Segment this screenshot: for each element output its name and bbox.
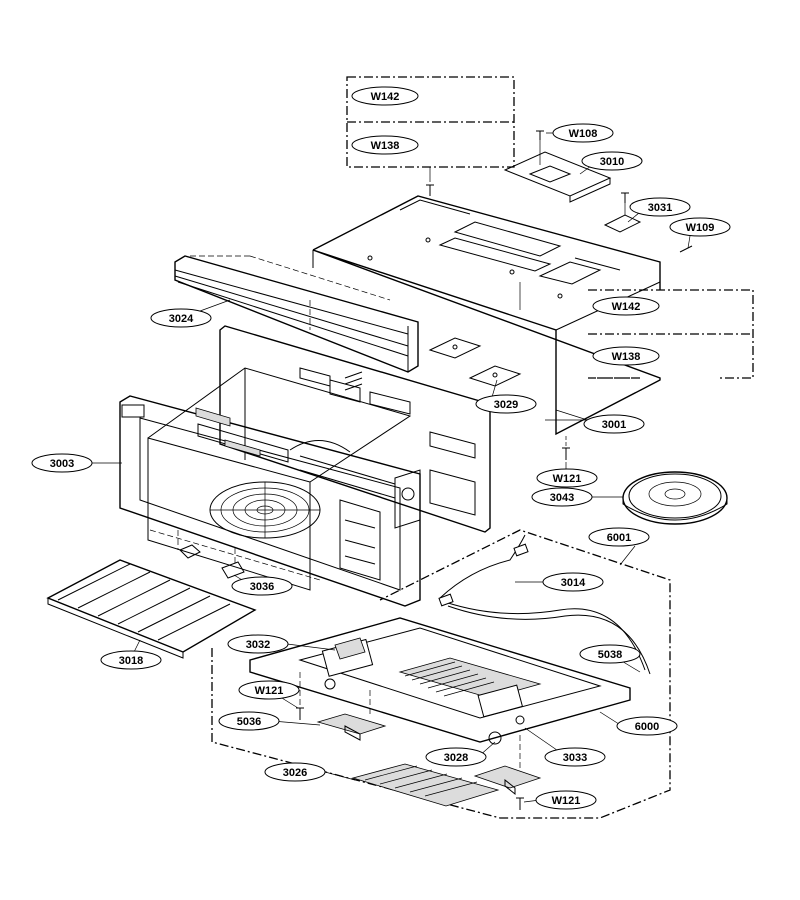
callout-w138-top: W138 — [351, 135, 419, 155]
vent-grille — [174, 255, 419, 373]
side-brackets — [428, 337, 522, 387]
callout-3043: 3043 — [531, 487, 593, 507]
callout-3014: 3014 — [542, 572, 604, 592]
callout-text: W121 — [255, 685, 284, 697]
callout-text: 3043 — [550, 492, 574, 504]
callout-text: 3010 — [600, 156, 624, 168]
callout-w121-bottom: W121 — [535, 790, 597, 810]
callout-text: W121 — [552, 795, 581, 807]
cavity-chassis — [119, 325, 491, 607]
callout-3003: 3003 — [31, 453, 93, 473]
hinge-right — [473, 765, 542, 796]
callout-3001: 3001 — [583, 414, 645, 434]
callout-text: 3036 — [250, 581, 274, 593]
turntable-tray — [622, 471, 728, 525]
callout-text: 6000 — [635, 721, 659, 733]
callout-3018: 3018 — [100, 650, 162, 670]
callout-6000: 6000 — [616, 716, 678, 736]
base-plate — [249, 617, 631, 780]
callout-text: 3031 — [648, 202, 672, 214]
callout-text: 3018 — [119, 655, 143, 667]
callout-3031: 3031 — [629, 197, 691, 217]
callout-3028: 3028 — [425, 747, 487, 767]
shelf-rack — [46, 559, 257, 659]
callout-text: W142 — [371, 91, 400, 103]
callout-text: 6001 — [607, 532, 631, 544]
callout-w121-left: W121 — [238, 680, 300, 700]
callout-text: 3033 — [563, 752, 587, 764]
callout-w121-mid: W121 — [536, 468, 598, 488]
right-hardware-box — [588, 289, 754, 379]
callout-text: 3026 — [283, 767, 307, 779]
callout-text: 3014 — [561, 577, 586, 589]
callout-w138-right: W138 — [592, 346, 660, 366]
callout-text: W138 — [371, 140, 400, 152]
callout-w142-right: W142 — [592, 296, 660, 316]
callout-text: 3003 — [50, 458, 74, 470]
callout-5036: 5036 — [218, 711, 280, 731]
grease-filter — [351, 763, 500, 807]
callout-text: 3024 — [169, 313, 194, 325]
leader-lines — [90, 132, 691, 803]
callout-w108: W108 — [552, 123, 614, 143]
callout-5038: 5038 — [579, 644, 641, 664]
callout-3036: 3036 — [231, 576, 293, 596]
screws — [296, 436, 570, 810]
hinge-left — [316, 713, 387, 741]
top-hardware-box — [346, 76, 515, 182]
callout-3024: 3024 — [150, 308, 212, 328]
callout-3010: 3010 — [581, 151, 643, 171]
callout-text: W108 — [569, 128, 598, 140]
callout-text: 5036 — [237, 716, 261, 728]
callout-6001: 6001 — [588, 527, 650, 547]
callout-3026: 3026 — [264, 762, 326, 782]
callout-3032: 3032 — [227, 634, 289, 654]
callout-w109: W109 — [669, 217, 731, 237]
base-assembly-box — [211, 529, 671, 819]
callout-text: 3001 — [602, 419, 626, 431]
top-bracket — [426, 130, 693, 253]
callout-text: 3029 — [494, 399, 518, 411]
callout-text: W142 — [612, 301, 641, 313]
outer-case — [312, 195, 661, 436]
latch-parts — [179, 544, 245, 579]
callout-text: W121 — [553, 473, 582, 485]
callout-3033: 3033 — [544, 747, 606, 767]
callout-text: 3028 — [444, 752, 468, 764]
callout-3029: 3029 — [475, 394, 537, 414]
callout-text: 3032 — [246, 639, 270, 651]
wire-harness — [438, 534, 651, 675]
callout-text: W138 — [612, 351, 641, 363]
callout-text: W109 — [686, 222, 715, 234]
callout-w142-top: W142 — [351, 86, 419, 106]
callout-text: 5038 — [598, 649, 622, 661]
